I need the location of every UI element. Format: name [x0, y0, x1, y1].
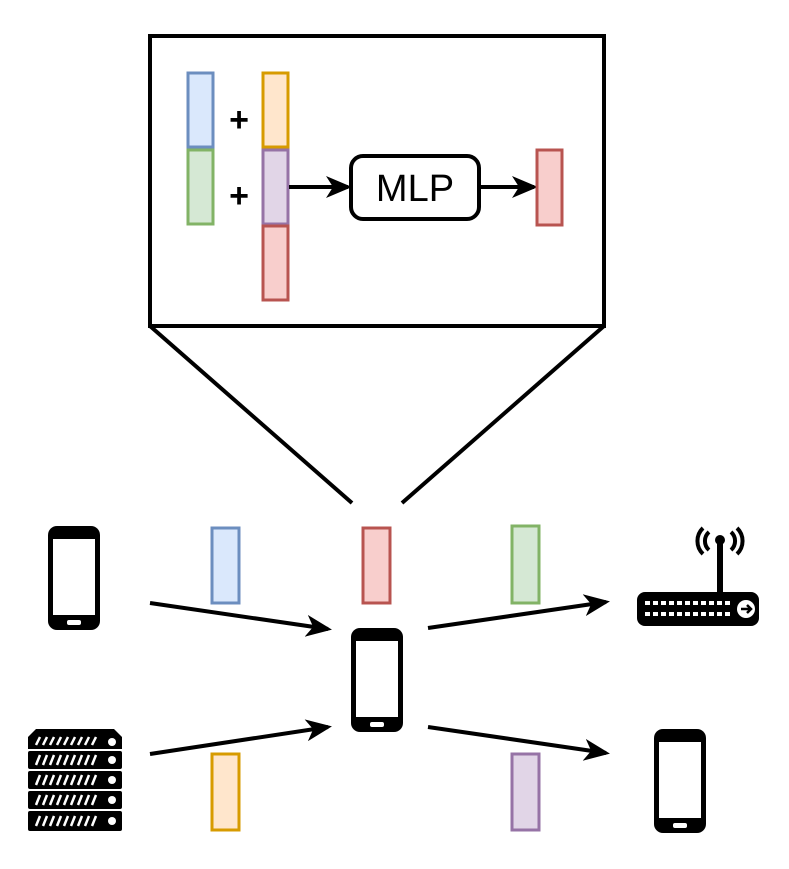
vector-red	[261, 224, 290, 302]
arrow-server-to-center	[149, 719, 332, 756]
vector-blue	[186, 71, 215, 149]
message-vector-blue	[210, 526, 241, 605]
output-vector-red	[535, 148, 564, 227]
plus-sign: +	[229, 177, 249, 215]
zoom-panel: + + MLP	[148, 34, 606, 328]
zoom-line-left	[148, 324, 354, 505]
smartphone-icon	[654, 729, 706, 833]
wifi-router-icon	[637, 526, 759, 626]
message-vector-green	[510, 524, 541, 605]
arrow-center-to-router	[427, 594, 610, 630]
vector-purple	[261, 148, 290, 226]
arrow-phone-to-center	[149, 601, 332, 637]
mlp-box	[349, 154, 481, 221]
mlp-label: MLP	[376, 168, 454, 210]
smartphone-icon	[351, 628, 403, 732]
vector-green	[186, 148, 215, 226]
server-rack-icon	[28, 729, 122, 831]
smartphone-icon	[48, 526, 100, 630]
message-vector-red	[361, 526, 392, 605]
vector-orange	[261, 71, 290, 149]
arrow-center-to-phone	[427, 725, 610, 761]
message-vector-purple	[510, 752, 541, 832]
zoom-line-right	[400, 324, 606, 505]
plus-sign: +	[229, 101, 249, 139]
message-vector-orange	[210, 752, 241, 832]
